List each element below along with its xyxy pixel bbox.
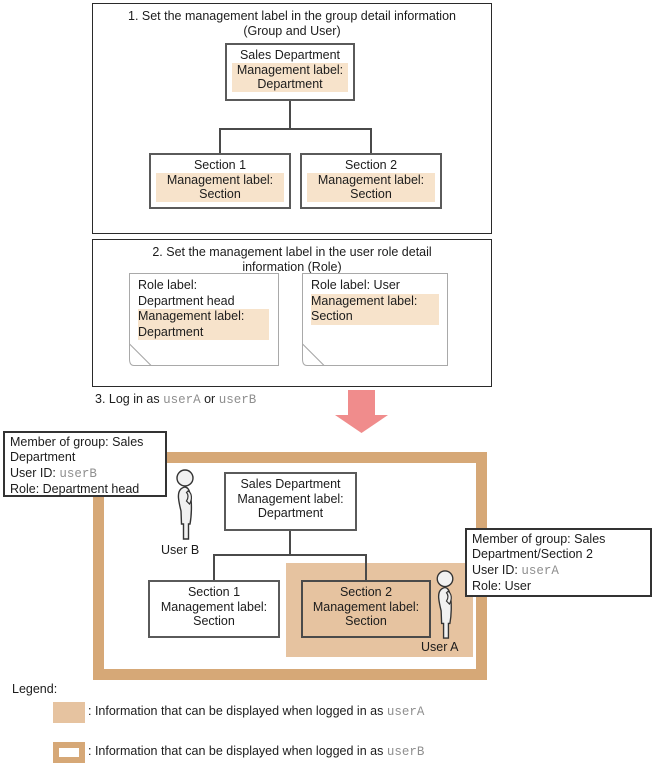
connector-line: [289, 531, 291, 555]
group-node-section2-top: Section 2 Management label: Section: [300, 153, 442, 209]
group-node-sales-bottom: Sales Department Management label: Depar…: [224, 472, 357, 531]
user-a-id: userA: [163, 393, 201, 407]
note-text: Role label: User Management label: Secti…: [302, 273, 448, 325]
connector-line: [289, 101, 291, 129]
usera-info-callout: Member of group: Sales Department/Sectio…: [465, 528, 652, 597]
user-a-label: User A: [421, 640, 459, 654]
group-node-section1-top: Section 1 Management label: Section: [149, 153, 291, 209]
user-a-id: userA: [521, 563, 559, 578]
connector-line: [213, 554, 215, 580]
management-label-highlight: Management label: Department: [232, 62, 348, 92]
connector-line: [365, 554, 367, 580]
step3-label: 3. Log in as userA or userB: [95, 392, 257, 407]
connector-line: [219, 128, 221, 153]
user-b-id: userB: [386, 745, 425, 759]
connector-line: [213, 554, 367, 556]
legend-swatch-userb: [53, 742, 85, 763]
user-b-figure-icon: [176, 469, 194, 540]
role-note-department-head: Role label: Department head Management l…: [129, 273, 279, 366]
node-title: Section 2: [344, 158, 398, 172]
node-title: Sales Department: [239, 48, 341, 62]
legend-title: Legend:: [12, 682, 58, 696]
user-a-figure-icon: [436, 570, 454, 639]
user-b-id: userB: [218, 393, 257, 407]
connector-line: [219, 128, 372, 130]
management-label-highlight: Management label: Section: [307, 172, 435, 202]
legend-entry-userb: : Information that can be displayed when…: [88, 744, 425, 759]
management-label-highlight: Management label: Section: [156, 172, 284, 202]
note-text: Role label: Department head Management l…: [129, 273, 279, 340]
user-b-id: userB: [59, 466, 97, 481]
step1-title: 1. Set the management label in the group…: [128, 9, 456, 38]
group-node-section1-bottom: Section 1 Management label: Section: [148, 580, 280, 638]
role-note-user: Role label: User Management label: Secti…: [302, 273, 448, 366]
connector-line: [370, 128, 372, 153]
user-b-label: User B: [161, 543, 200, 557]
node-title: Section 1: [193, 158, 247, 172]
step2-title: 2. Set the management label in the user …: [152, 245, 432, 274]
down-arrow-icon: [335, 390, 388, 433]
management-label-highlight: Management label: Department: [138, 309, 269, 340]
user-a-id: userA: [386, 705, 425, 719]
userb-info-callout: Member of group: Sales Department User I…: [3, 431, 167, 497]
legend-entry-usera: : Information that can be displayed when…: [88, 704, 425, 719]
group-node-sales-top: Sales Department Management label: Depar…: [225, 43, 355, 101]
group-node-section2-bottom: Section 2 Management label: Section: [301, 580, 431, 638]
management-label-highlight: Management label: Section: [311, 293, 439, 325]
legend-swatch-usera: [53, 702, 85, 723]
